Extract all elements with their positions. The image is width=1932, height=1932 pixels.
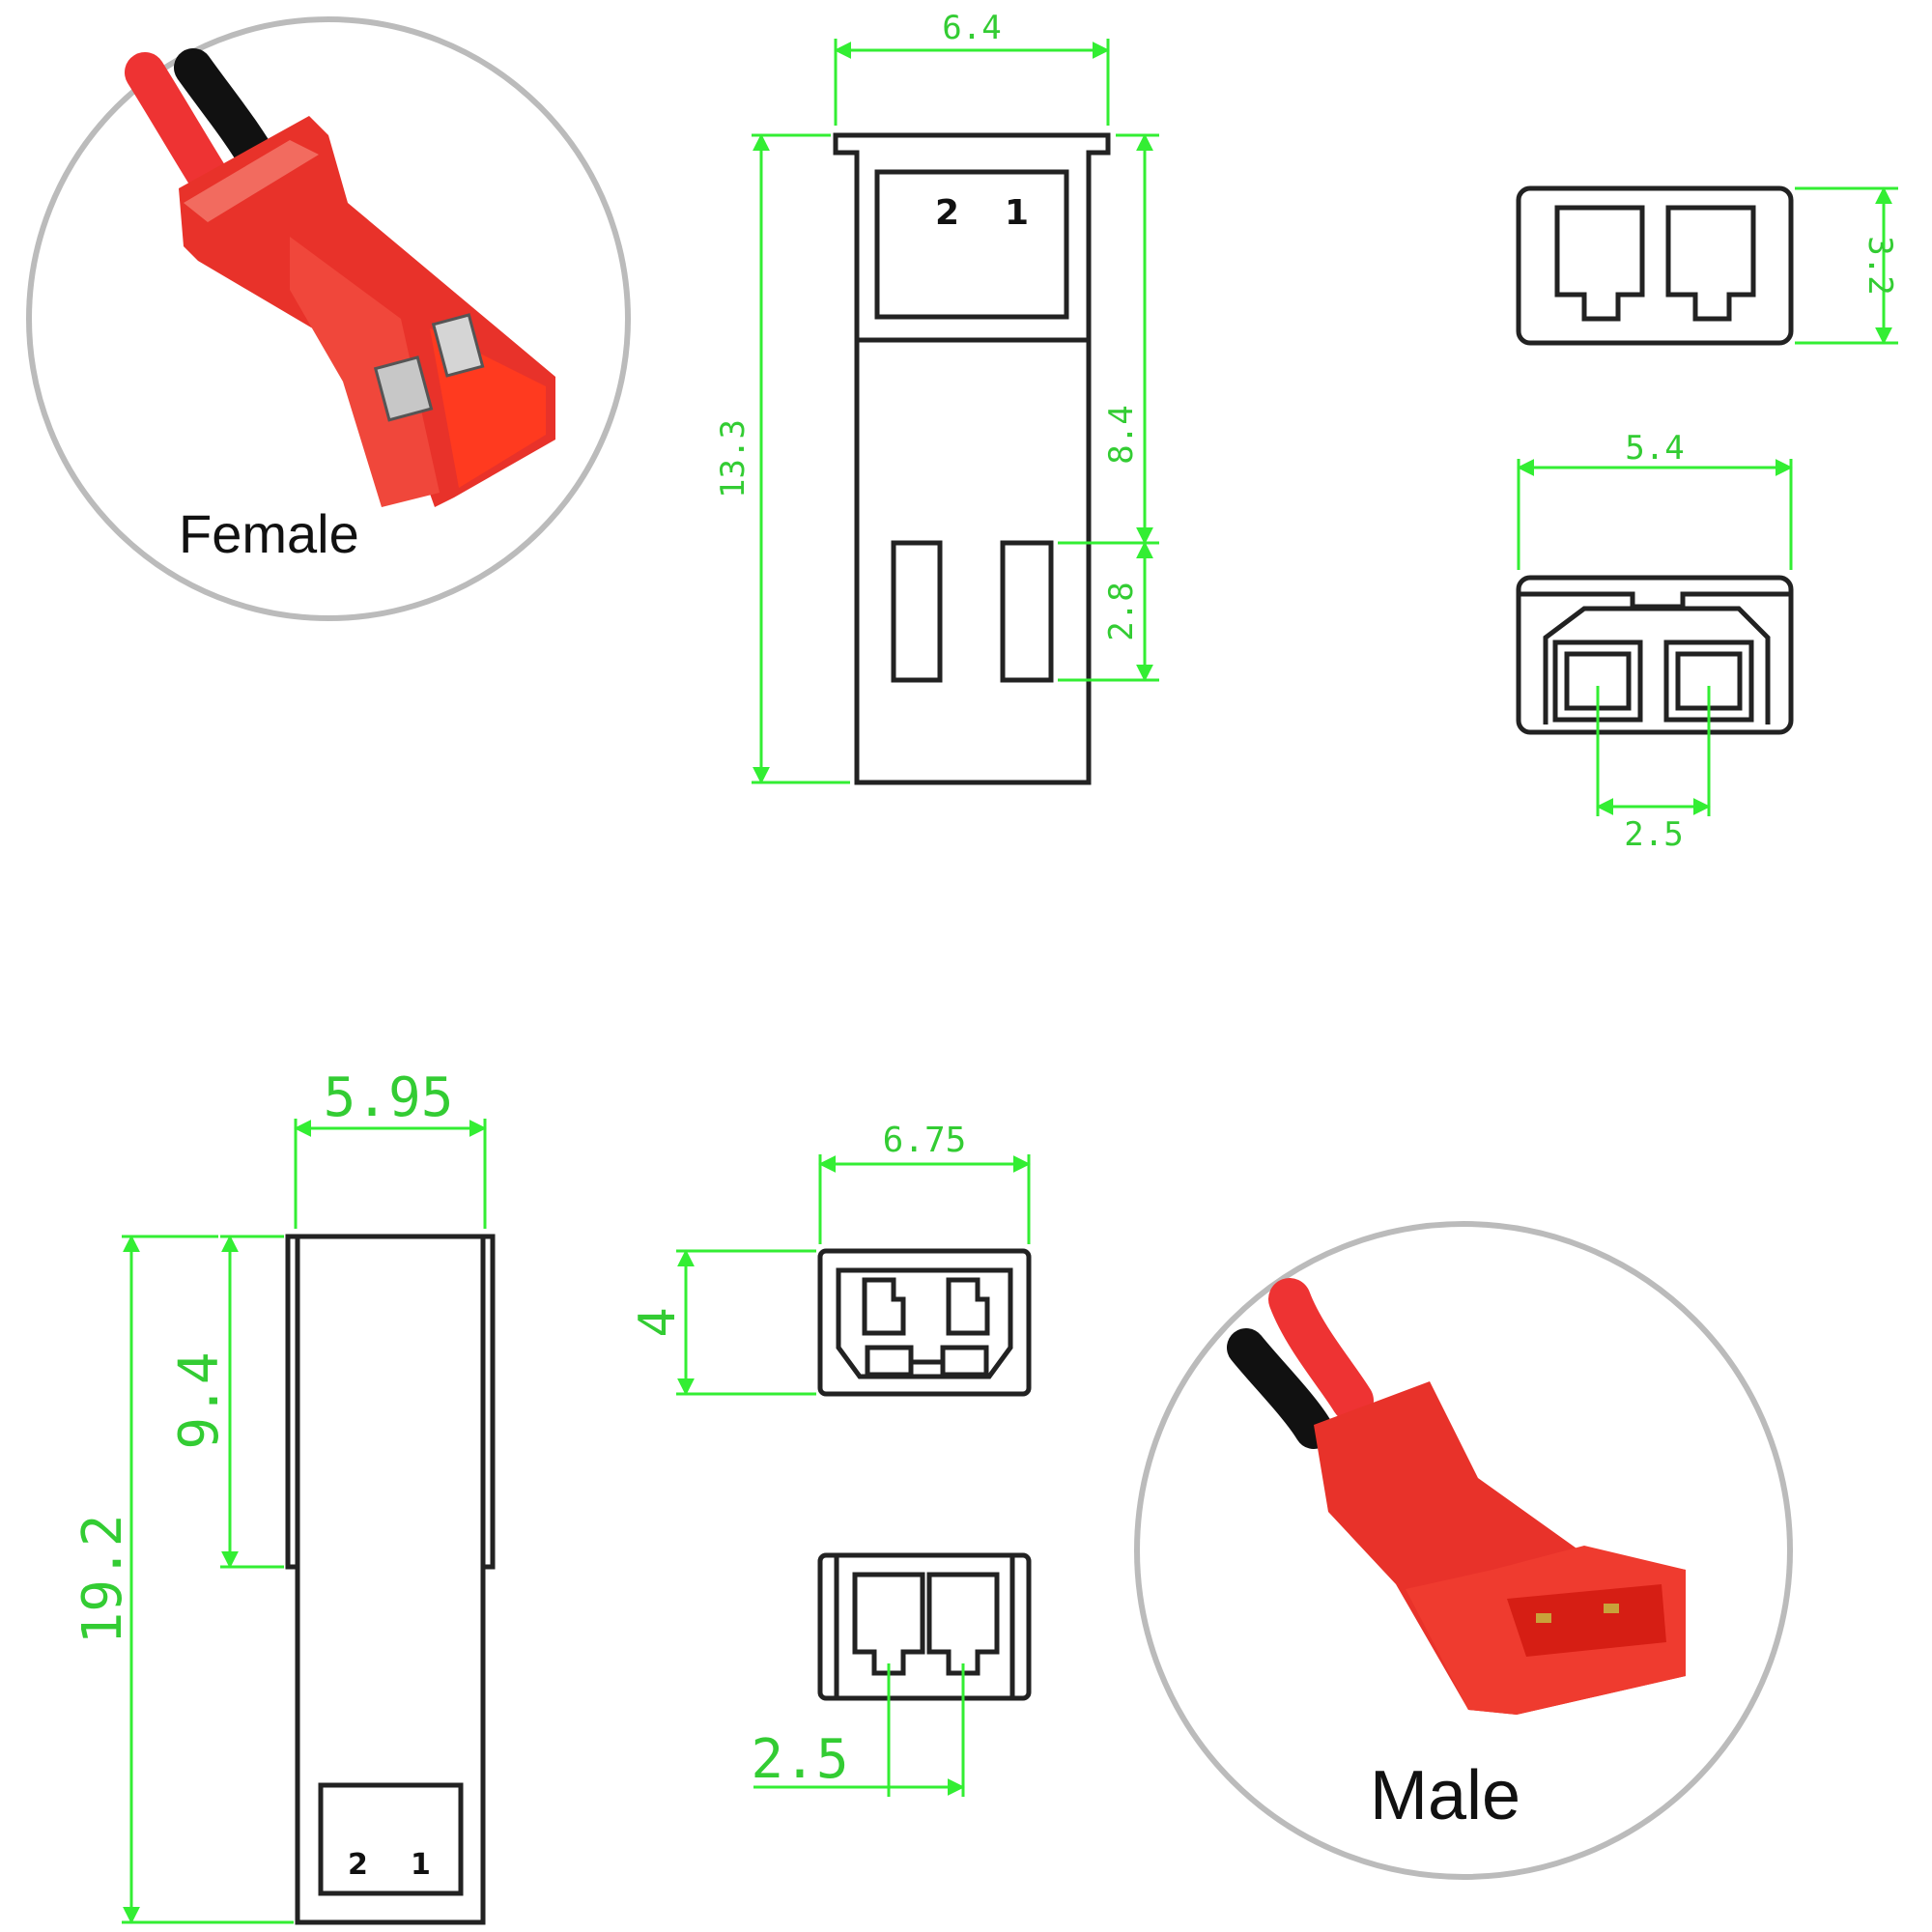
male-photo: Male [1134, 1221, 1793, 1880]
male-front-width-dim: 6.75 [883, 1121, 967, 1160]
male-label: Male [1370, 1757, 1520, 1834]
female-slot-dim: 2.8 [1102, 582, 1141, 640]
female-upper-dim: 8.4 [1102, 405, 1141, 464]
male-front-view: 6.75 4 [629, 1121, 1032, 1397]
female-front-view: 5.4 2.5 [1516, 429, 1794, 854]
female-height-dim: 13.3 [714, 419, 753, 498]
male-pin-2-label: 2 [348, 1848, 368, 1882]
female-front-pitch-dim: 2.5 [1624, 815, 1683, 854]
male-height-dim: 19.2 [71, 1515, 134, 1645]
male-width-dim: 5.95 [324, 1066, 454, 1129]
female-photo: Female [26, 16, 631, 621]
male-rear-pitch-dim: 2.5 [751, 1728, 848, 1791]
female-label: Female [179, 503, 359, 564]
male-front-height-dim: 4 [629, 1307, 687, 1337]
female-width-dim: 6.4 [942, 9, 1001, 47]
female-housing-icon [179, 116, 555, 507]
male-wire-icon [1227, 1278, 1374, 1449]
female-front-width-dim: 5.4 [1625, 429, 1684, 468]
female-side-view: 2 1 6.4 13.3 8.4 2.8 [714, 9, 1159, 785]
male-housing-icon [1314, 1381, 1686, 1715]
male-side-view: 2 1 5.95 9.4 19.2 [71, 1066, 496, 1925]
female-rear-height-dim: 3.2 [1861, 236, 1899, 295]
male-rear-view: 2.5 [751, 1552, 1032, 1797]
male-upper-dim: 9.4 [168, 1351, 231, 1449]
male-pin-1-label: 1 [411, 1848, 431, 1882]
female-pin-1-label: 1 [1005, 193, 1029, 233]
female-pin-2-label: 2 [935, 193, 959, 233]
female-rear-view: 3.2 [1516, 185, 1899, 346]
